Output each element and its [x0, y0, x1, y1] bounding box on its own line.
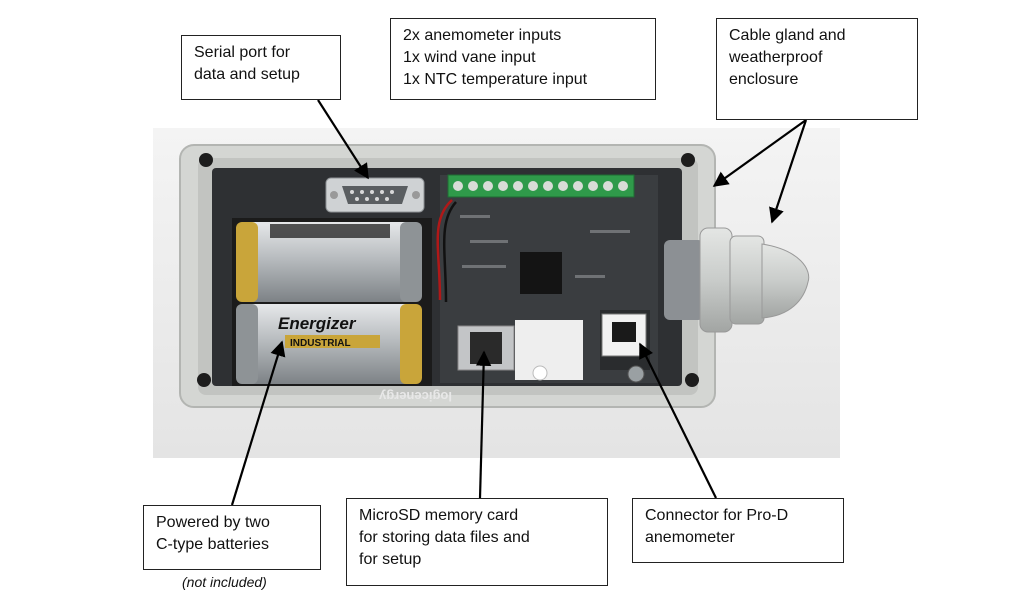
- arrow-serial-port: [317, 99, 369, 180]
- serial-port: [325, 177, 425, 213]
- callout-batteries: Powered by two C-type batteries: [143, 505, 321, 570]
- callout-cable-gland-line: weatherproof: [729, 49, 823, 66]
- arrow-connector: [639, 342, 717, 499]
- callout-inputs-line: 1x wind vane input: [403, 49, 536, 66]
- cable-gland: [664, 227, 810, 333]
- callout-cable-gland-line: Cable gland and: [729, 27, 846, 44]
- callout-microsd-line: for storing data files and: [359, 529, 530, 546]
- terminal-block: [447, 174, 635, 198]
- callout-cable-gland: Cable gland and weatherproof enclosure: [716, 18, 918, 120]
- callout-batteries-line: C-type batteries: [156, 536, 269, 553]
- callout-connector-line: anemometer: [645, 529, 735, 546]
- callout-inputs: 2x anemometer inputs 1x wind vane input …: [390, 18, 656, 100]
- callout-microsd-line: MicroSD memory card: [359, 507, 519, 524]
- arrow-cable-gland: [769, 119, 808, 224]
- battery-top: [236, 222, 422, 302]
- callout-serial-port: Serial port for data and setup: [181, 35, 341, 100]
- batteries-note: (not included): [182, 574, 267, 590]
- battery-line-text: INDUSTRIAL: [290, 338, 351, 349]
- callout-batteries-line: Powered by two: [156, 514, 270, 531]
- callout-inputs-line: 1x NTC temperature input: [403, 71, 588, 88]
- callout-cable-gland-line: enclosure: [729, 71, 799, 88]
- callout-connector-line: Connector for Pro-D: [645, 507, 789, 524]
- callout-microsd-line: for setup: [359, 551, 422, 568]
- board-brand-text: logicenergy: [378, 389, 452, 404]
- arrow-enclosure: [712, 119, 807, 187]
- arrow-batteries: [230, 340, 286, 506]
- microsd-slot: [457, 325, 515, 371]
- callout-microsd: MicroSD memory card for storing data fil…: [346, 498, 608, 586]
- battery-bottom: Energizer INDUSTRIAL: [236, 304, 422, 384]
- callout-serial-port-line: Serial port for: [194, 44, 291, 61]
- callout-connector: Connector for Pro-D anemometer: [632, 498, 844, 563]
- battery-brand-text: Energizer: [278, 314, 357, 333]
- arrow-microsd: [475, 350, 492, 499]
- callout-serial-port-line: data and setup: [194, 66, 300, 83]
- microcontroller-chip: [520, 252, 562, 294]
- board-cutout: [515, 320, 583, 380]
- callout-inputs-line: 2x anemometer inputs: [403, 27, 562, 44]
- prod-connector: [601, 313, 647, 357]
